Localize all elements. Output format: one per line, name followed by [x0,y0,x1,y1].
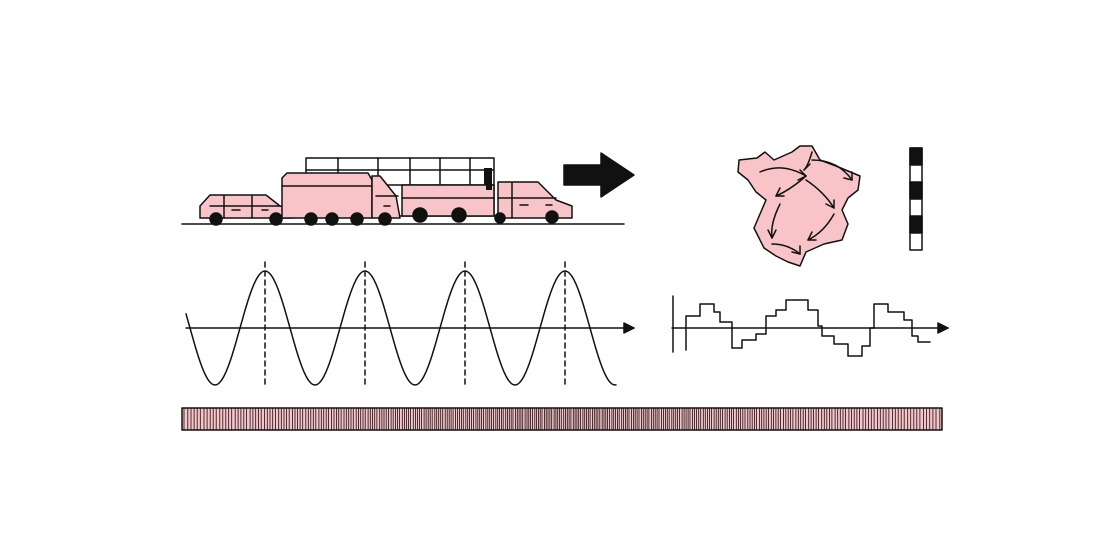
sine-axis [185,322,635,334]
bus-body [401,168,495,223]
arrow-right-icon [563,152,635,198]
car-icon-right [494,181,573,224]
france-map-icon [737,145,861,267]
peak-markers [264,261,566,387]
scale-bar-icon [909,147,923,251]
sine-wave [185,270,617,386]
car-icon [199,194,293,226]
step-axis [671,295,949,353]
barcode-strip [181,407,943,431]
truck-icon [281,172,401,226]
step-wave [685,299,931,357]
